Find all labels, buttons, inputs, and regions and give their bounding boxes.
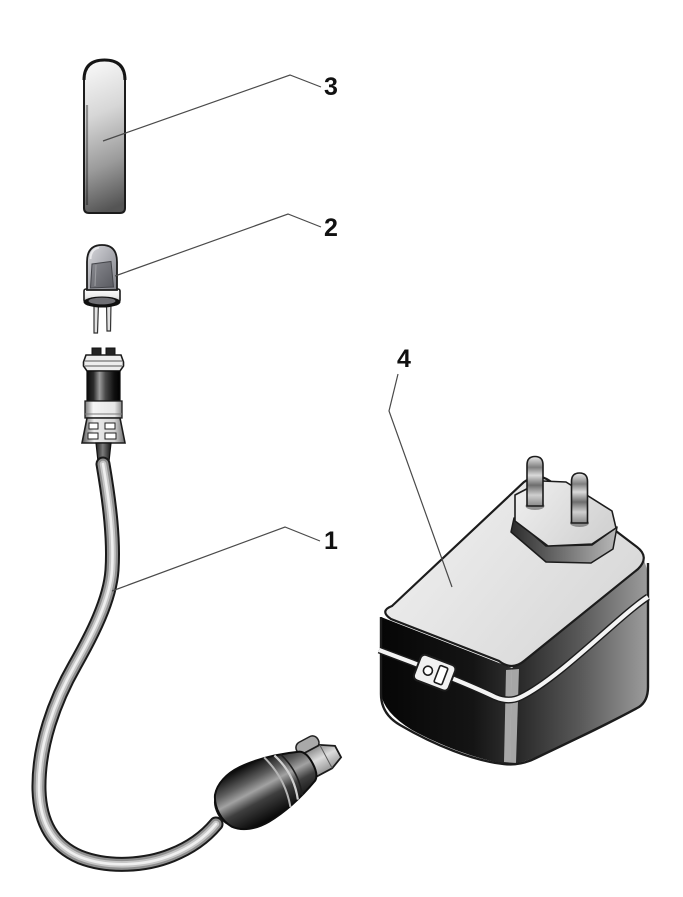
skirt-slot bbox=[87, 432, 99, 440]
connector-cap bbox=[82, 354, 125, 372]
cap-body bbox=[83, 58, 126, 214]
cable-connector bbox=[81, 347, 126, 467]
adapter-corner-highlight bbox=[504, 669, 519, 763]
plug-tip-edge bbox=[319, 744, 333, 769]
callout-number-1: 1 bbox=[324, 527, 338, 555]
callout-number-4: 4 bbox=[397, 345, 411, 373]
adapter-right-face bbox=[510, 557, 648, 764]
plug-ridge bbox=[273, 754, 299, 800]
leader-line-4 bbox=[388, 373, 453, 588]
callout-leaders bbox=[102, 74, 453, 592]
leader-line-2 bbox=[114, 213, 322, 277]
cable-cord-outline bbox=[31, 456, 224, 872]
plug-ridge-shadow bbox=[280, 753, 304, 796]
cable-cord bbox=[31, 456, 224, 872]
cable-cord-core bbox=[37, 462, 218, 866]
part-bulb bbox=[83, 244, 121, 334]
adapter-port-hole-icon bbox=[422, 665, 434, 676]
plug-barrel bbox=[213, 750, 318, 831]
cable-cord-light bbox=[35, 460, 220, 868]
adapter-body-outline bbox=[379, 563, 650, 766]
bulb-core bbox=[89, 260, 115, 289]
bulb-collar-rim-inner bbox=[88, 297, 116, 305]
adapter-port-slot-icon bbox=[433, 664, 449, 686]
adapter-port-body bbox=[412, 653, 457, 692]
connector-ring bbox=[84, 400, 123, 419]
cable-cord-mid bbox=[33, 458, 222, 870]
adapter-pin-left bbox=[526, 455, 544, 507]
callout-number-2: 2 bbox=[324, 214, 338, 242]
leader-line-1 bbox=[111, 526, 321, 592]
connector-barrel bbox=[86, 370, 121, 402]
cable-plug bbox=[213, 735, 343, 831]
bulb-core-streak bbox=[94, 264, 97, 287]
bulb-pin-left bbox=[93, 302, 100, 334]
skirt-slot bbox=[104, 432, 117, 440]
cap-dome-edge bbox=[82, 58, 127, 81]
adapter-pin-right bbox=[570, 472, 589, 524]
skirt-slot bbox=[104, 422, 116, 430]
plug-ridge bbox=[263, 756, 292, 808]
part-power-adapter bbox=[377, 455, 650, 766]
leader-line-3 bbox=[102, 74, 322, 142]
bulb-highlight bbox=[89, 246, 100, 260]
part-cable-assembly bbox=[31, 347, 343, 872]
skirt-slot bbox=[88, 422, 99, 430]
part-protective-cap bbox=[82, 58, 127, 214]
callout-numbers: 3 2 1 4 bbox=[324, 73, 411, 555]
callout-number-3: 3 bbox=[324, 73, 338, 101]
adapter-port bbox=[412, 653, 457, 692]
